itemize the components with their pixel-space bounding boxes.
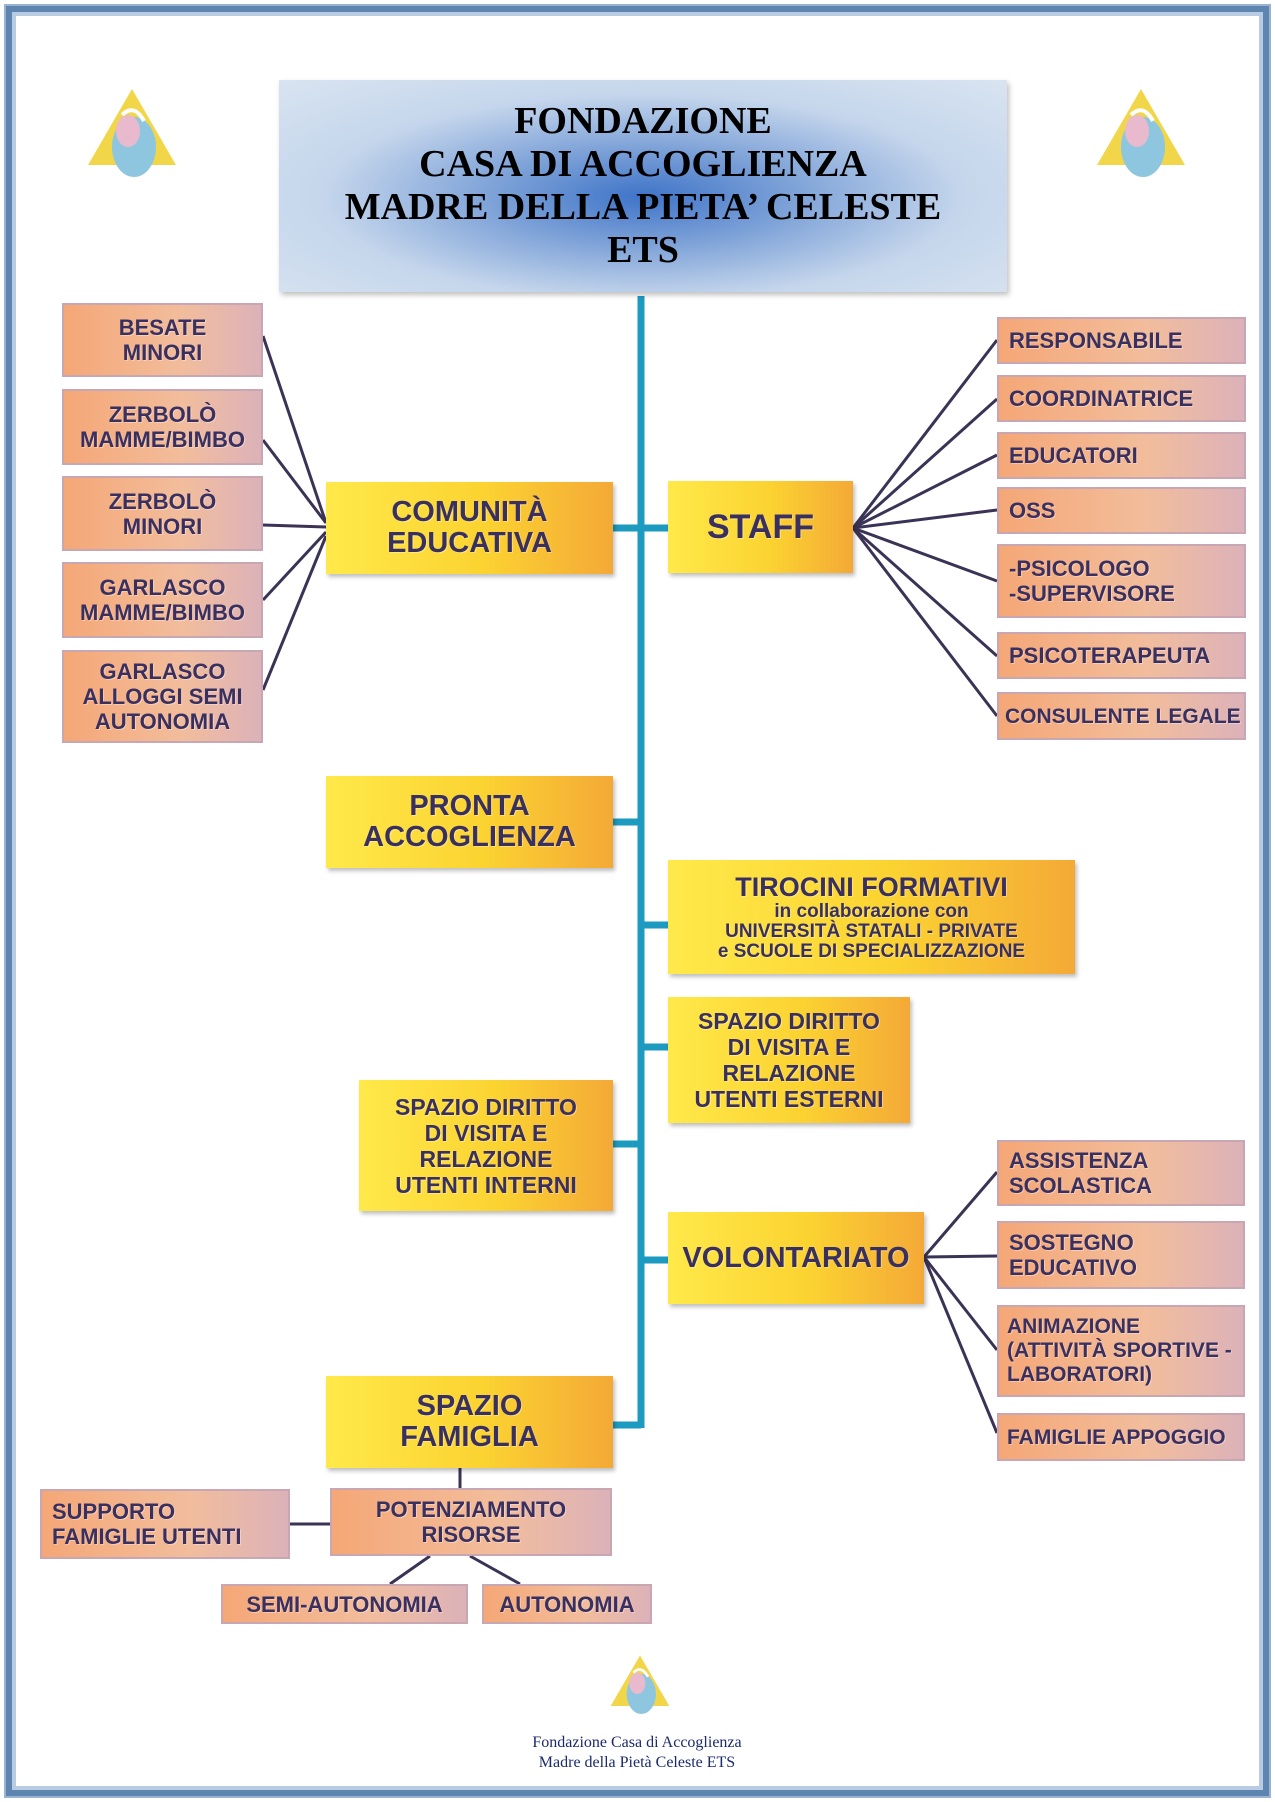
node-consulente-legale: CONSULENTE LEGALE bbox=[997, 692, 1246, 740]
title-line: FONDAZIONE bbox=[514, 100, 772, 142]
foundation-title-box: FONDAZIONE CASA DI ACCOGLIENZA MADRE DEL… bbox=[279, 80, 1007, 292]
node-label: POTENZIAMENTO bbox=[375, 1497, 567, 1522]
node-label: VOLONTARIATO bbox=[682, 1241, 910, 1274]
node-volontariato: VOLONTARIATO bbox=[668, 1212, 924, 1304]
node-label: STAFF bbox=[706, 507, 814, 546]
node-coordinatrice: COORDINATRICE bbox=[997, 375, 1246, 422]
node-educatori: EDUCATORI bbox=[997, 432, 1246, 479]
node-label: MAMME/BIMBO bbox=[80, 600, 245, 625]
node-label: MINORI bbox=[122, 340, 203, 365]
famiglia-tree bbox=[290, 1468, 521, 1586]
node-label: -PSICOLOGO bbox=[1009, 556, 1150, 581]
node-label: e SCUOLE DI SPECIALIZZAZIONE bbox=[717, 941, 1026, 962]
footer-line: Fondazione Casa di Accoglienza bbox=[532, 1734, 742, 1751]
node-label: DI VISITA E bbox=[424, 1119, 548, 1146]
node-label: EDUCATIVA bbox=[387, 527, 552, 559]
node-label: UNIVERSITÀ STATALI - PRIVATE bbox=[725, 921, 1018, 942]
node-label: SPAZIO DIRITTO bbox=[698, 1008, 880, 1034]
title-line: ETS bbox=[607, 229, 679, 271]
node-animazione: ANIMAZIONE(ATTIVITÀ SPORTIVE -LABORATORI… bbox=[997, 1305, 1245, 1397]
node-label: BESATE bbox=[118, 315, 207, 340]
node-label: MINORI bbox=[122, 513, 203, 539]
node-label: SUPPORTO bbox=[52, 1499, 176, 1524]
node-semi-autonomia: SEMI-AUTONOMIA bbox=[221, 1584, 468, 1624]
node-label: OSS bbox=[1009, 498, 1056, 523]
node-label: in collaborazione con bbox=[774, 901, 969, 922]
node-label: DI VISITA E bbox=[727, 1034, 851, 1060]
node-autonomia: AUTONOMIA bbox=[482, 1584, 652, 1624]
node-label: ALLOGGI SEMI bbox=[82, 684, 243, 709]
node-label: GARLASCO bbox=[99, 659, 226, 684]
node-label: COORDINATRICE bbox=[1009, 386, 1194, 411]
node-responsabile: RESPONSABILE bbox=[997, 317, 1246, 364]
node-label: EDUCATIVO bbox=[1009, 1255, 1137, 1280]
node-label: RESPONSABILE bbox=[1009, 328, 1183, 353]
node-psicoterapeuta: PSICOTERAPEUTA bbox=[997, 632, 1246, 679]
node-label: ANIMAZIONE bbox=[1007, 1315, 1140, 1338]
node-label: AUTONOMIA bbox=[94, 709, 231, 734]
node-label: SPAZIO bbox=[416, 1390, 523, 1422]
node-label: SOSTEGNO bbox=[1009, 1230, 1134, 1255]
footer-line: Madre della Pietà Celeste ETS bbox=[538, 1754, 736, 1771]
node-staff: STAFF bbox=[668, 481, 853, 573]
title-line: MADRE DELLA PIETA’ CELESTE bbox=[344, 186, 942, 228]
node-label: SCOLASTICA bbox=[1009, 1173, 1152, 1198]
node-label: LABORATORI) bbox=[1007, 1363, 1153, 1386]
title-line: CASA DI ACCOGLIENZA bbox=[419, 143, 867, 185]
foundation-title: FONDAZIONE CASA DI ACCOGLIENZA MADRE DEL… bbox=[345, 100, 942, 272]
node-label: UTENTI INTERNI bbox=[395, 1171, 577, 1198]
node-label: FAMIGLIA bbox=[400, 1421, 539, 1453]
footer-caption: Fondazione Casa di Accoglienza Madre del… bbox=[437, 1733, 837, 1773]
node-label: EDUCATORI bbox=[1009, 443, 1138, 468]
node-label: ZERBOLÒ bbox=[108, 488, 217, 514]
node-label: RELAZIONE bbox=[419, 1145, 553, 1172]
node-psicologo-supervisore: -PSICOLOGO-SUPERVISORE bbox=[997, 544, 1246, 618]
logo-top-left-icon bbox=[88, 89, 176, 177]
node-label: ACCOGLIENZA bbox=[363, 821, 576, 853]
node-label: SEMI-AUTONOMIA bbox=[246, 1591, 443, 1617]
logo-bottom-icon bbox=[610, 1655, 670, 1714]
volontariato-fan bbox=[922, 1171, 999, 1434]
node-label: TIROCINI FORMATIVI bbox=[735, 872, 1008, 902]
node-label: FAMIGLIE UTENTI bbox=[52, 1524, 242, 1549]
node-label: (ATTIVITÀ SPORTIVE - bbox=[1007, 1339, 1232, 1362]
node-label: RISORSE bbox=[421, 1522, 521, 1547]
node-label: SPAZIO DIRITTO bbox=[395, 1093, 577, 1120]
node-label: ZERBOLÒ bbox=[108, 402, 217, 427]
node-tirocini-formativi: TIROCINI FORMATIVI in collaborazione con… bbox=[668, 860, 1075, 974]
node-famiglie-appoggio: FAMIGLIE APPOGGIO bbox=[997, 1413, 1245, 1461]
node-label: PRONTA bbox=[409, 790, 530, 822]
node-label: PSICOTERAPEUTA bbox=[1009, 643, 1211, 668]
node-label: GARLASCO bbox=[99, 575, 226, 600]
comunita-fan bbox=[261, 335, 328, 691]
node-label: -SUPERVISORE bbox=[1009, 581, 1175, 606]
node-label: FAMIGLIE APPOGGIO bbox=[1007, 1425, 1226, 1449]
node-label: AUTONOMIA bbox=[499, 1591, 635, 1617]
node-label: ASSISTENZA bbox=[1009, 1148, 1149, 1173]
node-label: CONSULENTE LEGALE bbox=[1005, 704, 1241, 728]
logo-top-right-icon bbox=[1097, 89, 1185, 177]
node-label: MAMME/BIMBO bbox=[80, 427, 245, 452]
node-oss: OSS bbox=[997, 487, 1246, 534]
node-label: COMUNITÀ bbox=[391, 496, 548, 528]
node-label: RELAZIONE bbox=[722, 1060, 856, 1086]
node-label: UTENTI ESTERNI bbox=[694, 1086, 884, 1112]
staff-fan bbox=[851, 339, 999, 717]
